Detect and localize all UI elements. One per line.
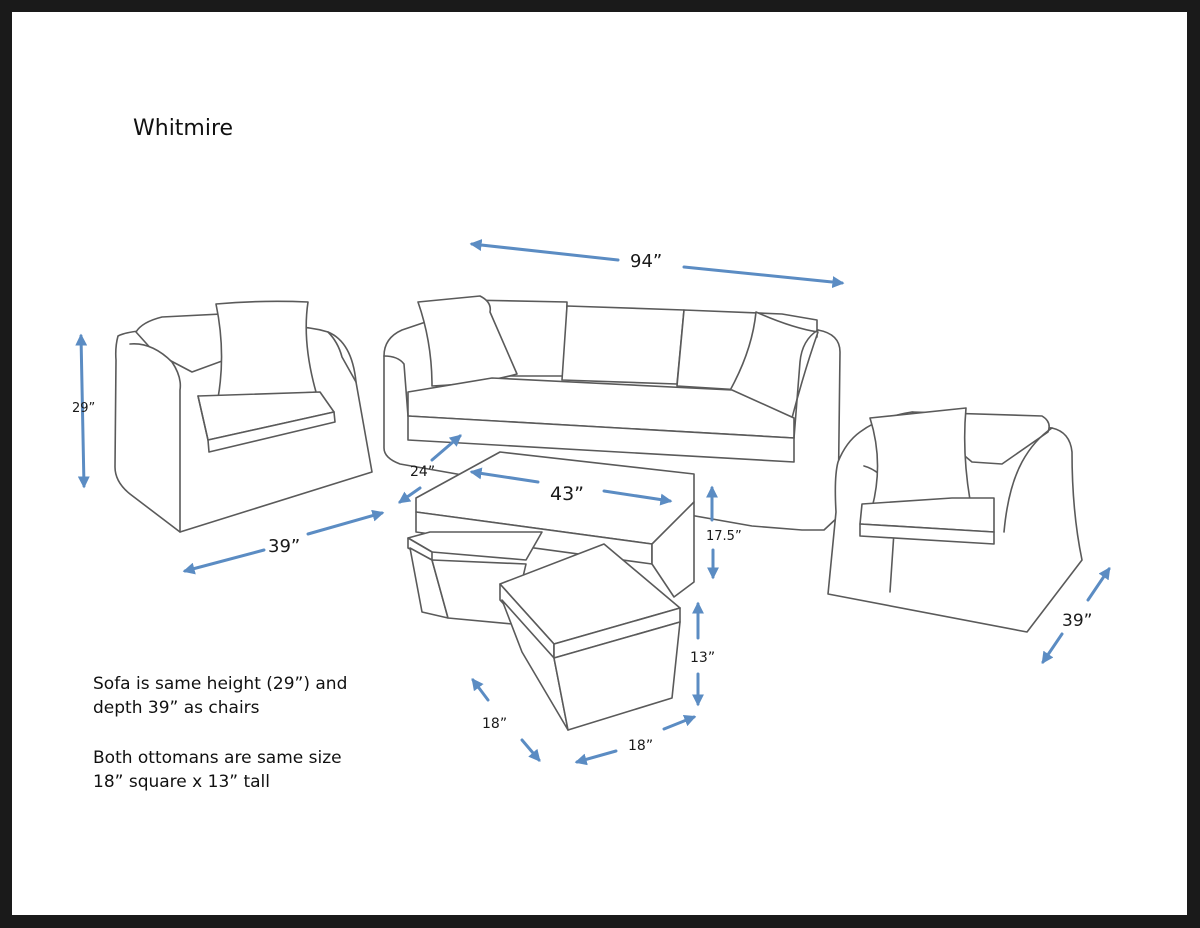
ottoman-width-label: 18”: [628, 738, 653, 754]
table-width-arrow-left: [469, 467, 540, 484]
table-width-arrow-right: [602, 489, 673, 506]
ottoman-back: [407, 531, 543, 625]
ottoman-width-arrow-right: [662, 714, 697, 731]
dimension-labels: 94” 29” 39” 24” 43” 17.5” 39” 13” 18” 18…: [72, 251, 1092, 754]
chair-left-depth-arrow-left: [182, 548, 266, 575]
table-height-label: 17.5”: [706, 529, 742, 544]
diagram-canvas: 94” 29” 39” 24” 43” 17.5” 39” 13” 18” 18…: [12, 12, 1187, 915]
ottoman-depth-label: 18”: [482, 716, 507, 732]
chair-height-arrow: [75, 333, 90, 489]
table-width-label: 43”: [550, 483, 584, 505]
ottoman-depth-arrow-up: [471, 678, 490, 702]
chair-right-depth-label: 39”: [1062, 611, 1092, 631]
left-armchair: [114, 300, 373, 533]
chair-left-depth-label: 39”: [268, 536, 300, 557]
sofa-width-arrow-right: [682, 265, 845, 289]
chair-left-depth-arrow-right: [306, 509, 385, 536]
table-depth-arrow-up: [430, 434, 462, 462]
sofa-width-label: 94”: [630, 251, 662, 272]
furniture-drawing: 94” 29” 39” 24” 43” 17.5” 39” 13” 18” 18…: [72, 239, 1111, 766]
note-ottomans: Both ottomans are same size 18” square x…: [93, 748, 342, 792]
page-title: Whitmire: [133, 116, 234, 141]
table-depth-label: 24”: [410, 464, 435, 480]
table-depth-arrow-down: [398, 486, 422, 504]
sofa-width-arrow-left: [469, 239, 620, 262]
right-armchair: [827, 407, 1083, 633]
dimension-arrows: [75, 239, 1111, 766]
chair-right-depth-arrow-down: [1041, 632, 1064, 664]
ottoman-width-arrow-left: [574, 749, 618, 766]
ottoman-front: [499, 543, 681, 731]
chair-right-depth-arrow-up: [1086, 567, 1111, 602]
ottoman-depth-arrow-down: [520, 738, 541, 762]
notes: Sofa is same height (29”) and depth 39” …: [93, 672, 413, 820]
ottoman-height-label: 13”: [690, 650, 715, 666]
note-sofa: Sofa is same height (29”) and depth 39” …: [93, 674, 348, 718]
chair-height-label: 29”: [72, 401, 95, 416]
